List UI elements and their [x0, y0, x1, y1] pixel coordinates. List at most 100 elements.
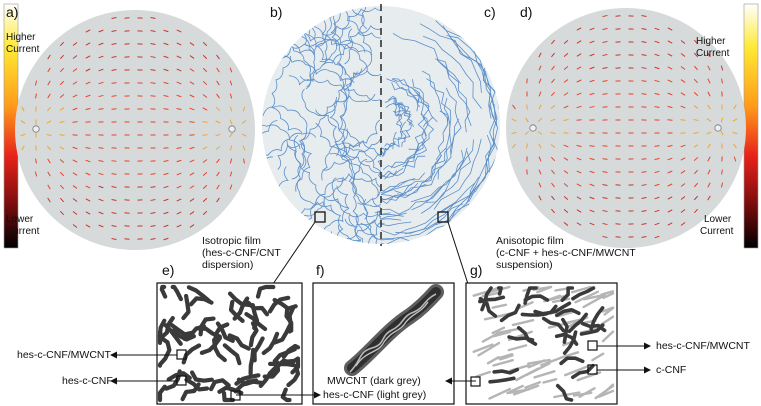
current-vector [72, 211, 78, 215]
isotropic-fiber [288, 28, 353, 86]
mwcnt-tube [561, 317, 569, 344]
current-vector [98, 108, 104, 110]
current-vector [720, 130, 724, 136]
current-vector [589, 66, 595, 70]
current-vector [34, 80, 38, 86]
mwcnt-tube [233, 378, 259, 394]
current-vector [707, 143, 711, 149]
current-vector [189, 55, 195, 59]
current-vector [72, 81, 78, 85]
anisotropic-fiber [392, 130, 408, 150]
connector-b-e [272, 221, 316, 285]
current-vector [85, 29, 91, 33]
current-vector [150, 43, 156, 45]
current-vector [680, 132, 686, 134]
current-vector [163, 185, 169, 189]
cnf-fiber [497, 353, 514, 360]
isotropic-fiber [299, 75, 381, 108]
anisotropic-fiber [397, 104, 415, 127]
current-vector [654, 40, 660, 44]
cnf-fiber [507, 344, 528, 352]
current-vector [538, 52, 542, 58]
current-vector [202, 67, 208, 73]
isotropic-fiber [286, 140, 334, 212]
current-vector [72, 121, 78, 123]
current-vector [189, 146, 195, 150]
mwcnt-tube [169, 323, 195, 337]
anisotropic-caption-3: suspension) [496, 259, 553, 271]
cnf-fiber [533, 370, 556, 379]
isotropic-caption-1: Isotropic film [202, 235, 261, 247]
current-vector [35, 93, 37, 99]
current-vector [654, 145, 660, 147]
current-vector [511, 118, 517, 122]
current-vector [602, 93, 608, 95]
current-vector [47, 106, 51, 112]
current-vector [202, 134, 208, 136]
anisotropic-fiber [420, 151, 471, 214]
current-vector [229, 80, 233, 86]
current-vector [216, 197, 220, 203]
mwcnt-tube [581, 321, 607, 333]
isotropic-fiber [344, 218, 381, 244]
current-vector [667, 119, 673, 121]
mwcnt-tube [555, 308, 581, 318]
anisotropic-fiber [422, 128, 452, 184]
current-vector [589, 157, 595, 161]
current-vector [176, 55, 182, 59]
current-vector [150, 30, 156, 32]
current-vector [641, 210, 647, 212]
current-vector [667, 170, 673, 174]
mwcnt-tube [159, 284, 168, 299]
current-vector [641, 197, 647, 199]
mwcnt-tube [480, 286, 493, 312]
current-vector [693, 78, 699, 84]
current-vector [202, 171, 208, 177]
current-vector [85, 224, 91, 228]
current-vector [576, 183, 582, 187]
anisotropic-fiber [381, 172, 426, 192]
isotropic-fiber [320, 185, 350, 244]
isotropic-fiber [315, 109, 381, 174]
current-vector [98, 224, 104, 228]
isotropic-fiber [352, 159, 381, 207]
anisotropic-fiber [381, 147, 389, 157]
anisotropic-fiber [386, 78, 420, 104]
current-vector [85, 172, 91, 176]
anisotropic-fiber [392, 78, 420, 108]
current-vector [576, 92, 582, 96]
current-vector [654, 27, 660, 31]
isotropic-fiber [334, 197, 381, 244]
current-vector [589, 196, 595, 200]
anisotropic-fiber [381, 178, 416, 193]
current-vector [563, 183, 569, 187]
current-vector [589, 209, 595, 213]
mwcnt-tube [290, 357, 301, 375]
current-vector [563, 79, 569, 83]
current-vector [229, 106, 233, 112]
current-vector [111, 224, 117, 228]
current-vector [550, 118, 556, 122]
current-vector [150, 95, 156, 97]
anisotropic-fiber [436, 59, 471, 133]
isotropic-fiber [331, 6, 364, 76]
cnf-fiber [524, 381, 542, 389]
current-vector [46, 145, 52, 151]
cnf-fiber [496, 327, 523, 335]
current-vector [59, 67, 65, 73]
isotropic-fiber [262, 105, 308, 169]
current-vector [720, 117, 724, 123]
anisotropic-fiber [381, 201, 457, 236]
current-vector [189, 42, 195, 46]
current-vector [693, 52, 699, 58]
mwcnt-tube [227, 333, 251, 351]
anisotropic-fiber [465, 104, 496, 205]
current-vector [667, 144, 673, 148]
mwcnt-tube [248, 347, 256, 376]
current-vector [59, 134, 65, 136]
anisotropic-fiber [437, 118, 460, 180]
current-vector [538, 156, 542, 162]
anisotropic-fiber [415, 116, 434, 156]
cnf-fiber [488, 387, 512, 400]
cnf-fiber [559, 351, 580, 359]
